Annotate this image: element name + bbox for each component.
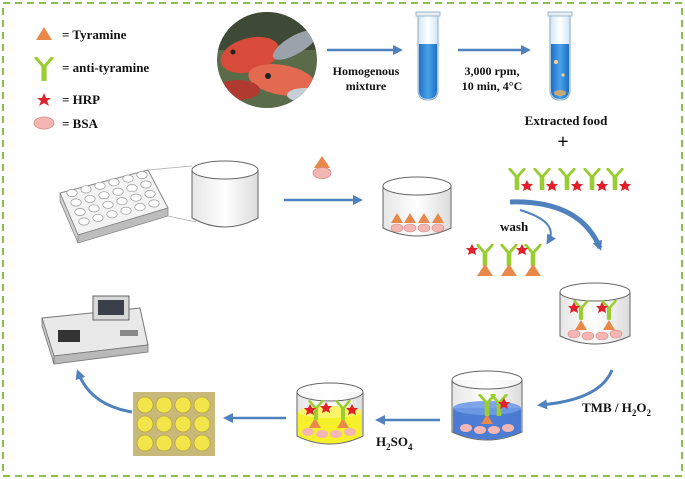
plate-well — [88, 204, 100, 213]
zoom-line-bottom — [167, 215, 197, 223]
yellow-well — [155, 434, 173, 452]
plate-well — [98, 191, 110, 200]
centrifuge-speed: 3,000 rpm, — [465, 64, 520, 78]
fish-photo — [217, 12, 317, 108]
legend-anti-tyramine: = anti-tyramine — [62, 60, 149, 75]
bsa-bead — [431, 223, 445, 233]
plate-well — [140, 180, 152, 189]
test-tube-2 — [547, 11, 573, 101]
plate-well — [122, 174, 134, 183]
bsa-bead — [403, 223, 417, 233]
bsa-bead — [417, 223, 431, 233]
plate-well — [126, 184, 138, 193]
plate-well — [78, 217, 90, 226]
centrifuge-time: 10 min, 4°C — [462, 79, 522, 93]
plate-well — [70, 198, 82, 207]
tyramine-mark — [418, 213, 430, 223]
mixture-label: mixture — [346, 79, 387, 93]
tmb-label: TMB / H2O2 — [582, 400, 651, 418]
plate-well — [116, 197, 128, 206]
test-tube-1 — [415, 11, 441, 101]
h2so4-label: H2SO4 — [376, 434, 413, 452]
plate-well — [102, 200, 114, 209]
antibody-hrp-row — [508, 168, 631, 191]
bsa-ellipse-icon — [33, 116, 55, 130]
curved-arrow-to-competition — [509, 199, 603, 251]
coated-well — [382, 176, 452, 237]
yellow-well — [193, 434, 211, 452]
plate-well — [74, 208, 86, 216]
plate-well — [148, 199, 160, 208]
plate-well — [144, 190, 156, 198]
yellow-stopped-well — [296, 382, 364, 445]
yellow-well — [136, 396, 154, 414]
wash-arrow — [519, 209, 556, 245]
yellow-well — [174, 434, 192, 452]
legend-hrp: = HRP — [62, 92, 100, 107]
plate-well — [106, 210, 118, 219]
microplate — [59, 169, 169, 244]
yellow-well — [193, 396, 211, 414]
plate-well — [66, 189, 78, 197]
plus-sign: + — [557, 131, 568, 153]
yellow-well — [174, 415, 192, 433]
single-well-empty — [191, 160, 259, 228]
plate-well — [94, 181, 106, 190]
tmb-blue-well — [451, 370, 523, 441]
yellow-well — [193, 415, 211, 433]
tyramine-icon — [36, 27, 52, 40]
yellow-well — [136, 415, 154, 433]
tyramine-mark — [391, 213, 403, 223]
competition-well — [559, 282, 631, 345]
zoom-line-top — [147, 165, 193, 171]
homogenous-label: Homogenous — [333, 64, 400, 78]
yellow-plate-photo — [133, 392, 215, 456]
plate-well — [120, 206, 132, 215]
plate-well — [80, 185, 92, 194]
washed-complexes — [466, 244, 542, 276]
plate-well — [108, 178, 120, 187]
tyramine-bsa-conjugate — [312, 156, 332, 179]
tyramine-mark — [404, 213, 416, 223]
legend-tyramine: = Tyramine — [62, 27, 127, 42]
arrow-to-tmb — [537, 369, 614, 410]
plate-well — [130, 193, 142, 202]
wash-label: wash — [500, 219, 529, 234]
extracted-food-label: Extracted food — [525, 113, 608, 128]
hrp-star-icon — [37, 93, 51, 106]
legend-bsa: = BSA — [62, 116, 99, 131]
bsa-bead — [390, 223, 404, 233]
plate-well — [112, 187, 124, 196]
yellow-well — [174, 396, 192, 414]
yellow-well — [136, 434, 154, 452]
yellow-well — [155, 415, 173, 433]
yellow-well — [155, 396, 173, 414]
plate-well — [92, 213, 104, 222]
antibody-icon — [34, 57, 54, 81]
arrow-to-reader — [75, 369, 133, 414]
plate-reader — [41, 295, 149, 365]
plate-well — [134, 203, 146, 212]
plate-well — [136, 171, 148, 179]
tyramine-mark — [432, 213, 444, 223]
legend: = Tyramine = anti-tyramine = HRP = BSA — [33, 27, 149, 131]
plate-well — [84, 194, 96, 203]
